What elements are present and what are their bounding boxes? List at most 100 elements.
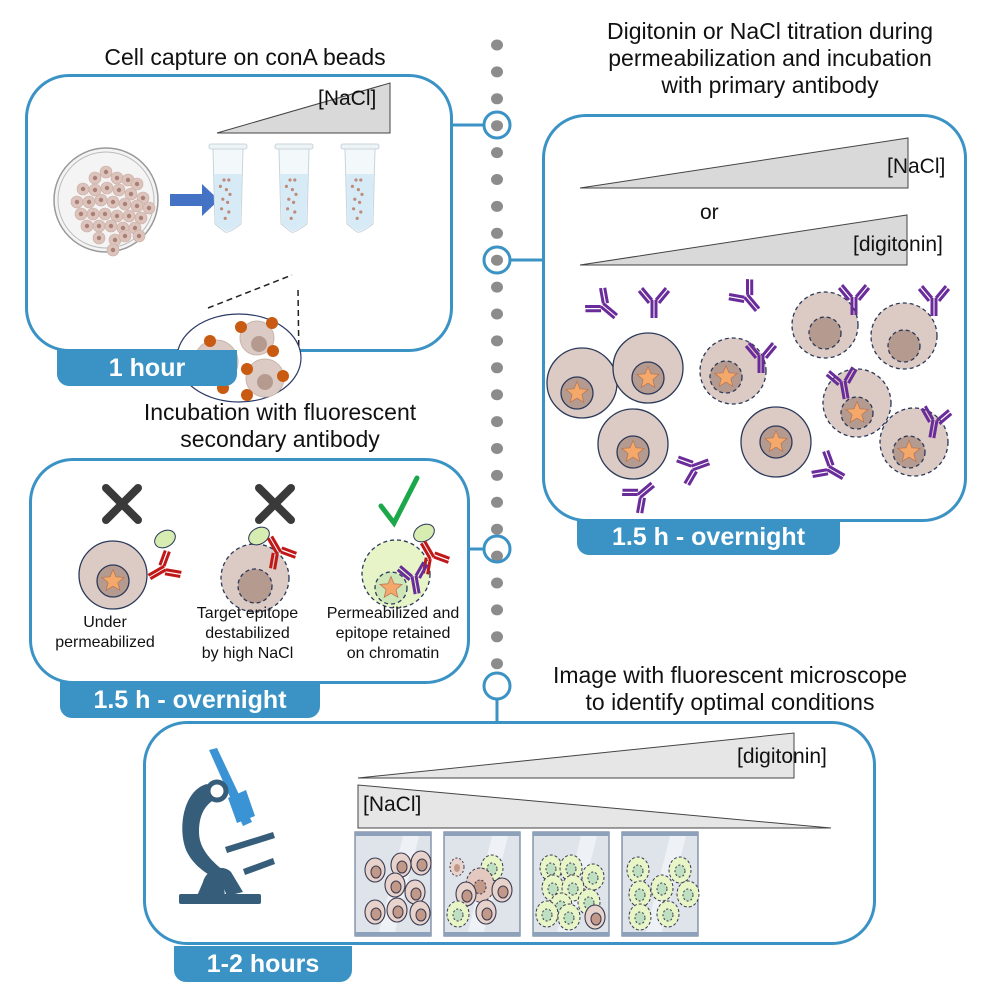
step4-duration-badge: 1-2 hours (174, 946, 352, 982)
microtube-icon (340, 143, 380, 233)
outcome-3-caption: Permeabilized and epitope retained on ch… (326, 605, 460, 662)
timeline-dot (491, 389, 503, 401)
fluorophore-icon (248, 526, 270, 546)
petri-dish-icon (53, 147, 159, 257)
step3-duration-badge: 1.5 h - overnight (60, 682, 320, 718)
microscopy-slide (354, 831, 432, 937)
antibody-icon (585, 287, 619, 320)
timeline-dot (491, 254, 503, 266)
microscopy-slide (532, 831, 610, 937)
permeabilized-cell-epitope-lost (791, 291, 859, 359)
timeline-dot (491, 308, 503, 320)
fluorophore-icon (413, 523, 435, 543)
timeline-dot (491, 120, 503, 132)
epitope-star-icon (897, 439, 921, 463)
step3-title: Incubation with fluorescent secondary an… (143, 399, 417, 452)
step4-nacl-label: [NaCl] (363, 793, 422, 816)
timeline-dot (491, 362, 503, 374)
antibody-icon (837, 284, 871, 315)
epitope-star-icon (379, 575, 403, 599)
destabilized-cell (220, 543, 290, 613)
step1-nacl-label: [NaCl] (318, 87, 377, 110)
digitonin-wedge (579, 214, 908, 266)
epitope-star-icon (636, 365, 660, 389)
epitope-star-icon (764, 429, 788, 453)
nacl-wedge (357, 784, 832, 829)
timeline-dot (491, 416, 503, 428)
epitope-star-icon (714, 364, 738, 388)
digitonin-wedge (357, 732, 795, 779)
microtube-icon (274, 143, 314, 233)
nacl-wedge (579, 137, 909, 189)
timeline-dot (491, 200, 503, 212)
antibody-icon (744, 342, 778, 373)
antibody-icon (825, 366, 858, 400)
permeabilized-cell (879, 407, 949, 477)
check-icon (378, 475, 420, 528)
timeline-dot (491, 93, 503, 105)
antibody-icon (811, 449, 846, 481)
antibody-icon (728, 279, 761, 313)
nacl-wedge (216, 82, 391, 134)
step4-title: Image with fluorescent microscope to ide… (552, 662, 908, 715)
timeline-dot (491, 147, 503, 159)
intact-cell (546, 347, 618, 419)
step1-duration-badge: 1 hour (57, 350, 237, 386)
timeline-dot (491, 66, 503, 78)
timeline-dot (491, 443, 503, 454)
step2-cells-illustration (546, 279, 953, 514)
timeline-dot (491, 469, 503, 481)
timeline-dot (491, 658, 503, 670)
step2-title: Digitonin or NaCl titration during perme… (607, 18, 933, 98)
timeline-dot (491, 39, 503, 51)
step2-wedges (579, 137, 909, 266)
epitope-star-icon (845, 400, 869, 424)
step1-title: Cell capture on conA beads (104, 44, 386, 70)
timeline-dot (491, 523, 503, 535)
step2-duration-badge: 1.5 h - overnight (577, 519, 840, 555)
step2-digitonin-label: [digitonin] (853, 233, 943, 256)
permeabilized-cell (361, 539, 431, 609)
permeabilized-cell (822, 368, 892, 438)
antibody-icon (917, 285, 951, 316)
microscopy-slide (621, 831, 700, 937)
epitope-star-icon (621, 439, 645, 463)
antibody-icon (676, 455, 711, 486)
step1-illustration (53, 82, 391, 403)
step2-nacl-label: [NaCl] (887, 155, 946, 178)
timeline-dot (491, 550, 503, 562)
antibody-icon (637, 287, 671, 318)
microscopy-slide (443, 831, 521, 937)
permeabilized-cell-epitope-lost (870, 302, 938, 370)
cross-icon (255, 484, 295, 524)
outcome-1-caption: Under permeabilized (55, 614, 155, 651)
timeline-dot (491, 604, 503, 616)
outcome-2-caption: Target epitope destabilized by high NaCl (196, 605, 299, 662)
arrow-icon (170, 184, 219, 216)
step2-or-label: or (700, 201, 719, 224)
step4-wedges (357, 732, 832, 829)
permeabilized-cell (699, 337, 767, 405)
microscopy-slides (354, 831, 700, 937)
microtube-icon (208, 143, 248, 233)
timeline-dot (491, 174, 503, 185)
antibody-icon (396, 561, 429, 595)
antibody-icon (419, 540, 451, 575)
antibody-icon (622, 481, 656, 514)
intact-cell (612, 332, 684, 404)
step4-digitonin-label: [digitonin] (737, 745, 827, 768)
antibody-icon (147, 549, 182, 581)
antibody-icon (920, 405, 953, 439)
microscope-icon (179, 748, 275, 904)
fluorophore-icon (154, 529, 176, 549)
timeline-dot (491, 631, 503, 643)
under-permeabilized-cell (78, 540, 148, 610)
timeline-dot (491, 281, 503, 293)
antibody-icon (266, 535, 298, 570)
timeline-dot (491, 577, 503, 589)
epitope-star-icon (565, 380, 589, 404)
timeline-dot (491, 496, 503, 508)
timeline-dot (491, 227, 503, 239)
intact-cell (597, 408, 669, 480)
step3-illustration (78, 475, 451, 613)
